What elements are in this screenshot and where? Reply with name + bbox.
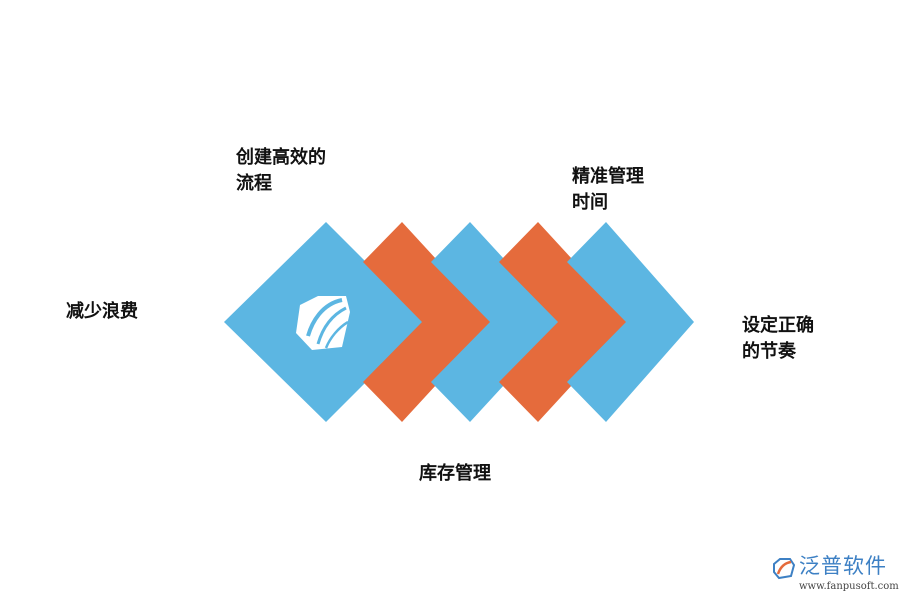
chevron-blue-2 [567, 222, 694, 422]
watermark-name: 泛普软件 [799, 554, 887, 578]
label-reduce-waste: 减少浪费 [66, 301, 138, 322]
fanpu-logo-icon [773, 558, 796, 580]
label-correct-rhythm: 设定正确 的节奏 [742, 315, 814, 362]
watermark: 泛普软件 www.fanpusoft.com [771, 553, 899, 597]
label-precise-time: 精准管理 时间 [572, 166, 644, 213]
chevron-orange-1 [363, 222, 494, 422]
chevron-orange-2 [499, 222, 630, 422]
watermark-url: www.fanpusoft.com [799, 581, 899, 592]
hexagon-leaf-logo-icon [296, 296, 350, 350]
label-inventory: 库存管理 [419, 463, 491, 484]
chevron-blue-1 [431, 222, 562, 422]
label-create-flow: 创建高效的 流程 [236, 147, 326, 194]
